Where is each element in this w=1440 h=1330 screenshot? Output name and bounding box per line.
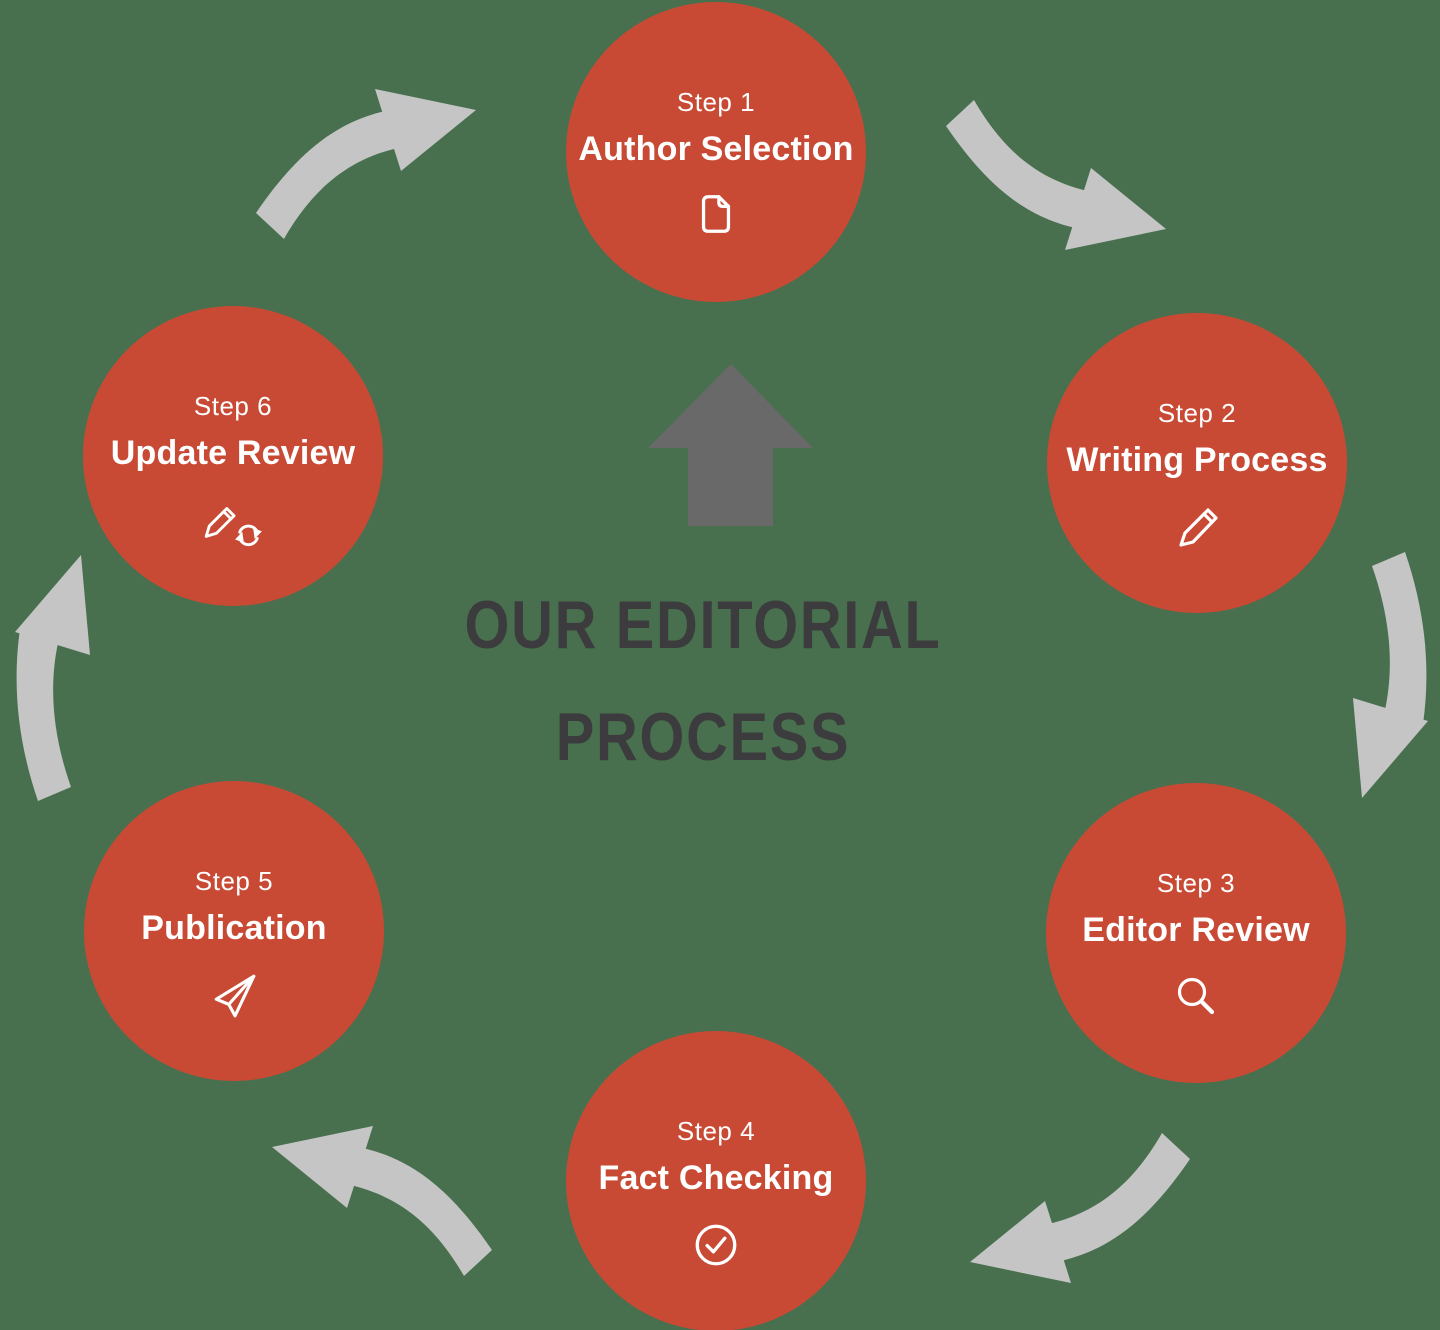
step-1-label: Step 1: [676, 87, 756, 117]
step-5-publication: Step 5 Publication: [84, 781, 384, 1081]
cycle-arrow-step4-to-step5: [245, 1103, 505, 1303]
step-6-label: Step 6: [193, 391, 273, 421]
step-6-update-review: Step 6 Update Review: [83, 306, 383, 606]
center-up-arrow-icon: [645, 360, 815, 535]
step-5-label: Step 5: [194, 866, 274, 896]
step-2-label: Step 2: [1157, 398, 1237, 428]
step-5-title: Publication: [141, 909, 327, 947]
cycle-arrow-step3-to-step4: [943, 1106, 1203, 1306]
step-4-label: Step 4: [676, 1116, 756, 1146]
step-4-fact-checking: Step 4 Fact Checking: [566, 1031, 866, 1330]
check-circle-icon: [566, 1220, 866, 1270]
paper-plane-icon: [84, 970, 384, 1020]
cycle-arrow-step2-to-step3: [1333, 548, 1440, 808]
cycle-arrow-step1-to-step2: [933, 73, 1193, 273]
step-1-author-selection: Step 1 Author Selection: [566, 2, 866, 302]
cycle-arrow-step5-to-step6: [0, 545, 110, 805]
step-3-title: Editor Review: [1082, 911, 1310, 949]
step-6-title: Update Review: [110, 434, 356, 472]
step-2-writing-process: Step 2 Writing Process: [1047, 313, 1347, 613]
pencil-icon: [1047, 502, 1347, 550]
step-2-title: Writing Process: [1066, 441, 1328, 479]
step-3-editor-review: Step 3 Editor Review: [1046, 783, 1346, 1083]
diagram-title-line1: OUR EDITORIAL: [464, 587, 942, 663]
magnifier-icon: [1046, 972, 1346, 1020]
pencil-refresh-icon: [83, 495, 383, 553]
step-1-title: Author Selection: [578, 130, 854, 168]
diagram-title-line2: PROCESS: [555, 699, 851, 775]
step-4-title: Fact Checking: [598, 1159, 834, 1197]
document-icon: [566, 191, 866, 237]
cycle-arrow-step6-to-step1: [243, 66, 503, 266]
step-3-label: Step 3: [1156, 868, 1236, 898]
